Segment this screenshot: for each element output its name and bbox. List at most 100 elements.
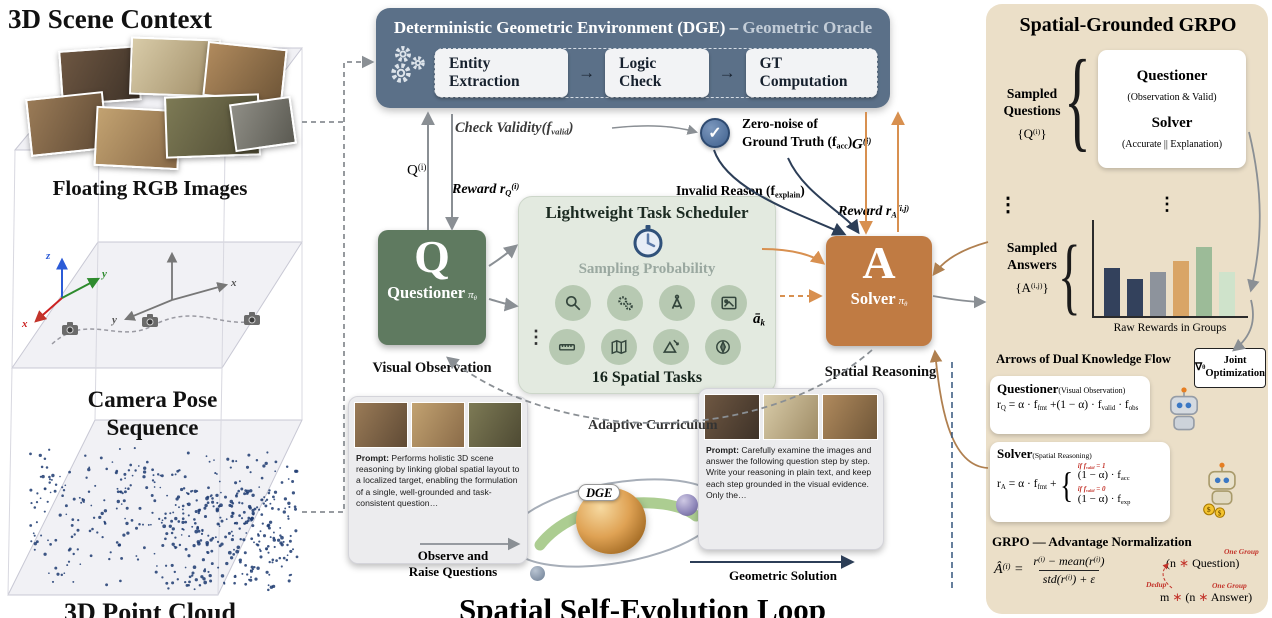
axis-y-label: y [102,268,107,280]
solver-prompt-text: Prompt: Carefully examine the images and… [699,440,883,506]
one-group-label: One Group [1224,547,1259,556]
sampling-probability-label: Sampling Probability [578,261,716,277]
reward-bar [1219,272,1235,316]
triangle-transform-icon [653,329,689,365]
case-valid-condition: if fvalid = 1 [1077,462,1106,471]
ellipsis-vertical: ⋮ [1158,194,1176,214]
spatial-tasks-label: 16 Spatial Tasks [591,369,703,386]
solver-name: Solver [850,288,896,308]
solver-policy-symbol: πθ [898,294,908,308]
card-questioner-title: Questioner [1136,68,1208,85]
ellipsis-vertical: ⋮ [998,194,1018,216]
questioner-policy-symbol: πθ [468,288,477,302]
reward-bar [1173,261,1189,316]
brace-answers: { [1058,227,1081,323]
pipeline-arrow-icon: → [718,63,736,82]
gray-axis-triad-icon [124,251,229,321]
check-validity-label: Check Validity(fvalid) [455,120,574,137]
floating-rgb-label: Floating RGB Images [52,176,248,200]
valid-check-icon: ✓ [700,118,730,148]
dge-title: Deterministic Geometric Environment (DGE… [376,18,890,38]
rgb-image [354,402,408,448]
dge-planet-label: DGE [578,484,621,501]
reward-bar [1127,279,1143,316]
pipeline-step-gt-computation: GT Computation [745,49,877,97]
sampled-questions-line2: Questions [1003,102,1061,118]
question-variable-label: Q(i) [407,162,427,179]
prompt-prefix: Prompt: [706,445,739,455]
scheduler-title: Lightweight Task Scheduler [545,203,749,222]
reward-bars [1104,220,1244,316]
case-invalid-condition: if fvalid = 0 [1077,485,1106,494]
grpo-normalization-title: GRPO — Advantage Normalization [992,534,1192,549]
prompt-body: Performs holistic 3D scene reasoning by … [356,453,520,508]
brace-questions: { [1064,38,1091,162]
dge-panel: Deterministic Geometric Environment (DGE… [376,8,890,108]
cases-brace: { [1060,464,1074,505]
reward-a-label: Reward rA(i,j) [838,204,910,220]
card-solver-sub: (Accurate || Explanation) [1121,138,1223,150]
sampled-questions-line1: Sampled [1006,86,1058,101]
camera-icon [62,322,78,335]
questioner-reward-card: Questioner(Visual Observation) rQ = α · … [990,376,1150,434]
image-icon [711,285,747,321]
questioner-prompt-card: Prompt: Performs holistic 3D scene reaso… [348,396,528,564]
solver-reward-sub: (Spatial Reasoning) [1032,451,1092,460]
small-planet [676,494,698,516]
solver-cases: if fvalid = 1 (1 − α) · facc if fvalid =… [1078,463,1131,506]
check-glyph: ✓ [708,125,722,142]
chart-caption: Raw Rewards in Groups [1113,322,1227,334]
svg-text:$: $ [1207,505,1211,514]
robot-coins-icon: $$ [1203,462,1236,518]
observe-raise-label: Observe and Raise Questions [398,548,508,581]
rgb-image [228,95,298,153]
pipeline-arrow-icon: → [578,63,596,82]
spatial-reasoning-label: Spatial Reasoning [824,364,937,380]
card-solver-title: Solver [1151,115,1193,132]
fraction-numerator: r(i) − mean(r(i)) [1033,554,1105,568]
questioner-prompt-text: Prompt: Performs holistic 3D scene reaso… [349,448,527,514]
advantage-formula: Â(i) = r(i) − mean(r(i)) std(r(i)) + ε [994,554,1108,587]
dedup-label: Dedup [1146,580,1167,589]
fraction-denominator: std(r(i)) + ε [1038,570,1100,587]
observe-line1: Observe and [417,548,489,563]
rgb-image [411,402,465,448]
map-icon [601,329,637,365]
ellipsis-vertical: ⋮ [527,327,545,347]
prompt-body: Carefully examine the images and answer … [706,445,872,500]
ground-truth-variable-label: G(i) [852,136,872,153]
n-question-label: (n ∗ Question) [1166,556,1240,570]
questioner-reward-sub: (Visual Observation) [1058,386,1126,395]
scene-context-title: 3D Scene Context [8,4,212,34]
case-valid-expression: (1 − α) · facc [1077,469,1130,483]
pipeline-step-entity-extraction: Entity Extraction [435,49,569,97]
gray-axis-y-label: y [112,314,117,326]
point-cloud-label: 3D Point Cloud [64,598,236,618]
clock-icon [633,225,663,258]
ruler-icon [549,329,585,365]
gears-icon [391,46,425,83]
camera-pose-label: Camera Pose Sequence [20,386,285,441]
loop-title: Spatial Self-Evolution Loop [459,592,826,618]
solver-reward-card: Solver(Spatial Reasoning) rA = α · ffmt … [990,442,1170,522]
solver-reward-title: Solver [997,446,1033,461]
prompt-prefix: Prompt: [356,453,389,463]
card-questioner-sub: (Observation & Valid) [1127,91,1217,103]
dual-knowledge-flow-label: Arrows of Dual Knowledge Flow [996,352,1171,366]
advantage-fraction: r(i) − mean(r(i)) std(r(i)) + ε [1029,554,1108,587]
case-invalid-expression: (1 − α) · fexp [1077,492,1131,506]
pipeline-step-logic-check: Logic Check [605,49,709,97]
sampling-weight-symbol: āk [753,311,765,328]
point-cloud [29,447,299,592]
axis-x-label: x [22,318,28,330]
observe-line2: Raise Questions [408,564,498,580]
prompt-image-strip [349,397,527,448]
dge-title-main: Deterministic Geometric Environment (DGE… [393,18,743,37]
rgb-image [468,402,522,448]
questioner-name: Questioner [387,282,466,302]
case-invalid: if fvalid = 0 (1 − α) · fexp [1078,486,1131,506]
solver-letter: A [862,237,896,288]
